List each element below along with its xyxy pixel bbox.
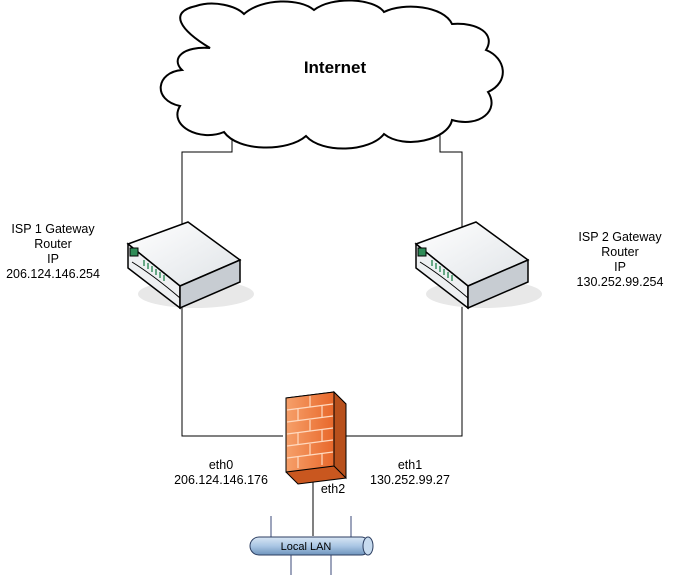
isp1-line-1: ISP 1 Gateway bbox=[11, 222, 95, 236]
eth1-label: eth1 130.252.99.27 bbox=[362, 458, 458, 488]
eth1-name: eth1 bbox=[397, 458, 423, 472]
isp1-line-2: Router bbox=[34, 237, 72, 251]
link-internet-isp1 bbox=[181, 130, 233, 232]
link-internet-isp2 bbox=[439, 124, 463, 232]
eth2-label: eth2 bbox=[320, 482, 346, 496]
link-isp1-firewall bbox=[181, 298, 283, 437]
isp1-line-4: 206.124.146.254 bbox=[6, 267, 100, 281]
lan-segment: Local LAN bbox=[249, 516, 374, 575]
isp1-label: ISP 1 Gateway Router IP 206.124.146.254 bbox=[0, 222, 106, 282]
isp2-line-3: IP bbox=[614, 260, 626, 274]
internet-label: Internet bbox=[303, 58, 367, 77]
eth0-label: eth0 206.124.146.176 bbox=[156, 458, 286, 488]
isp2-line-1: ISP 2 Gateway bbox=[578, 230, 662, 244]
lan-label: Local LAN bbox=[281, 541, 332, 553]
link-isp2-firewall bbox=[345, 298, 463, 437]
eth1-ip: 130.252.99.27 bbox=[370, 473, 450, 487]
isp2-line-2: Router bbox=[601, 245, 639, 259]
isp2-line-4: 130.252.99.254 bbox=[576, 275, 664, 289]
router-isp2-icon bbox=[414, 221, 542, 310]
connection-lines bbox=[181, 124, 463, 536]
isp1-line-3: IP bbox=[47, 252, 59, 266]
router-isp1-icon bbox=[126, 221, 254, 310]
firewall-icon bbox=[285, 390, 347, 485]
isp2-label: ISP 2 Gateway Router IP 130.252.99.254 bbox=[568, 230, 672, 290]
eth0-ip: 206.124.146.176 bbox=[174, 473, 268, 487]
internet-cloud-icon bbox=[159, 0, 504, 150]
eth0-name: eth0 bbox=[208, 458, 234, 472]
